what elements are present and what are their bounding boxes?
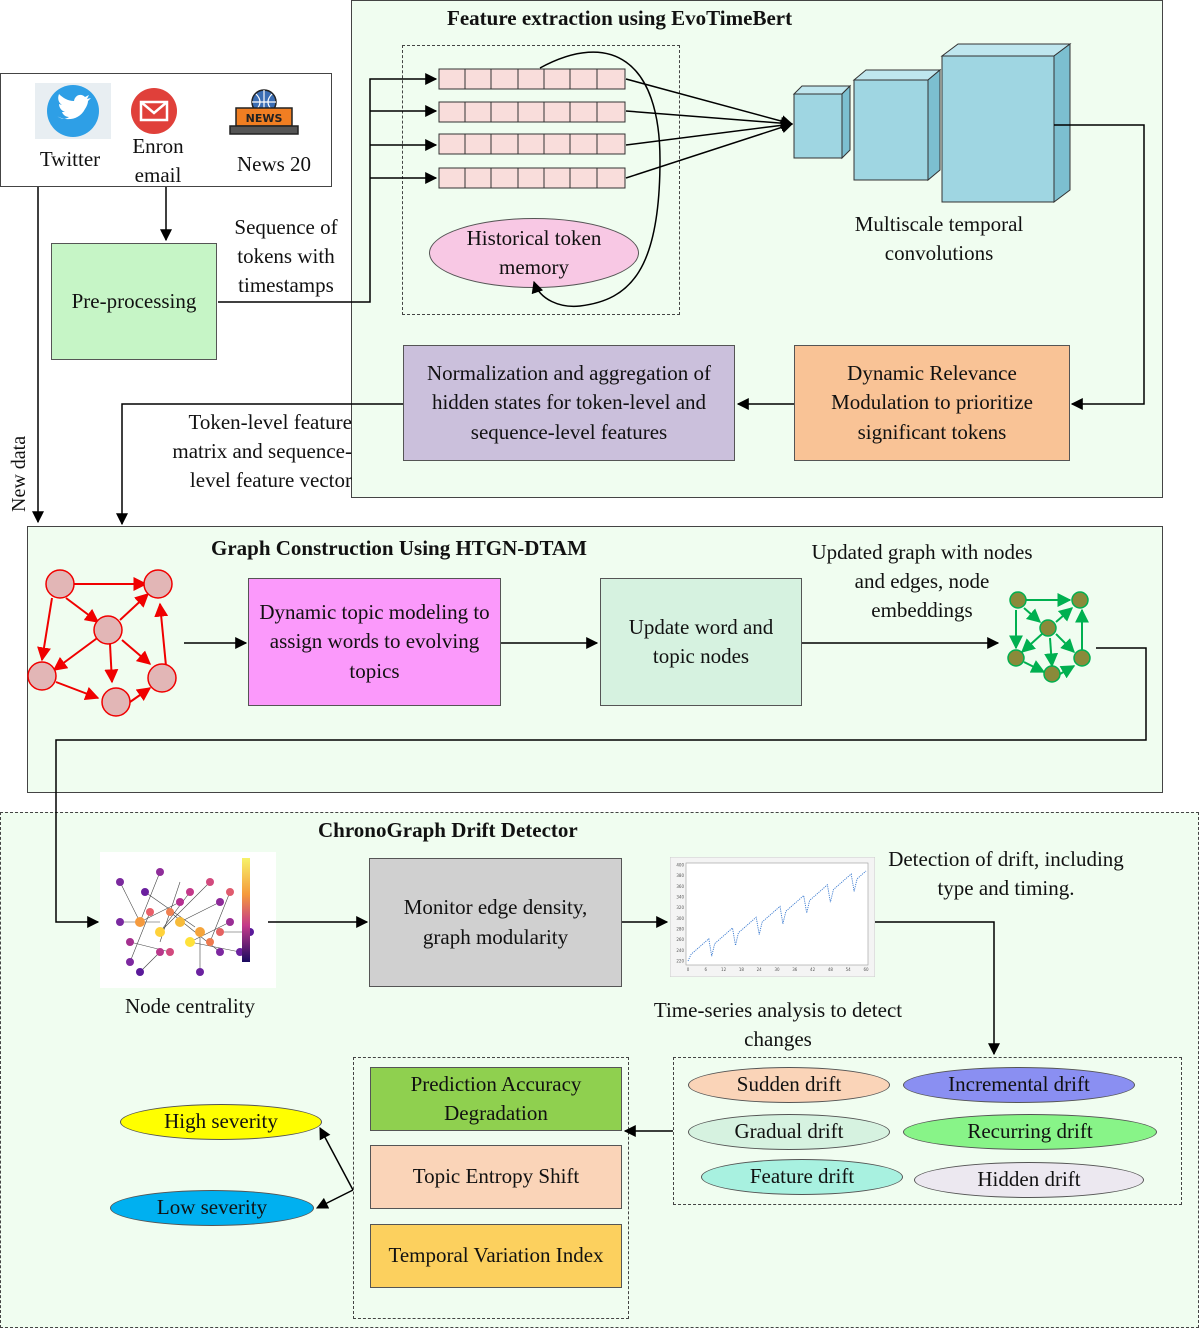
dynamic-topic-modeling-box: Dynamic topic modeling to assign words t… [248, 578, 501, 706]
node-centrality-graph [100, 852, 276, 988]
preprocessing-box: Pre-processing [51, 243, 217, 360]
green-updated-graph [1007, 591, 1091, 683]
chart-y-tick: 260 [676, 937, 684, 942]
chart-y-tick: 360 [676, 884, 684, 889]
relevance-modulation-box: Dynamic Relevance Modulation to prioriti… [794, 345, 1070, 461]
chart-x-tick: 36 [792, 967, 798, 972]
chart-y-tick: 300 [676, 916, 684, 921]
incremental-drift: Incremental drift [903, 1067, 1135, 1103]
chart-y-tick: 380 [676, 873, 684, 878]
topic-entropy-box: Topic Entropy Shift [370, 1145, 622, 1209]
low-severity: Low severity [110, 1190, 314, 1226]
chart-x-tick: 18 [739, 967, 745, 972]
monitor-density-box: Monitor edge density, graph modularity [369, 858, 622, 987]
drift-types-region [673, 1057, 1182, 1205]
chart-y-tick: 220 [676, 959, 684, 964]
feature-output-label: Token-level feature matrix and sequence-… [172, 410, 352, 492]
sudden-drift: Sudden drift [688, 1067, 890, 1103]
node-centrality-label: Node centrality [124, 994, 256, 1018]
timeseries-analysis-label: Time-series analysis to detect changes [653, 998, 903, 1051]
historical-token-memory: Historical token memory [429, 218, 639, 288]
chart-y-tick: 400 [676, 863, 684, 868]
email-icon [131, 88, 177, 134]
chart-x-tick: 0 [687, 967, 690, 972]
chart-x-tick: 48 [828, 967, 834, 972]
graph-section-title: Graph Construction Using HTGN-DTAM [211, 536, 587, 560]
news-badge: NEWS [246, 112, 283, 125]
time-series-chart: 400 380 360 340 320 300 280 260 240 220 0 6 12 18 24 3… [670, 857, 875, 977]
temporal-variation-box: Temporal Variation Index [370, 1224, 622, 1288]
news-icon: NEWS [229, 89, 299, 135]
chart-x-tick: 24 [757, 967, 763, 972]
token-sequences [438, 68, 626, 189]
chart-x-tick: 60 [863, 967, 869, 972]
drift-section-title: ChronoGraph Drift Detector [318, 818, 578, 842]
normalization-box: Normalization and aggregation of hidden … [403, 345, 735, 461]
temporal-convolution-cubes [792, 43, 1072, 203]
twitter-icon [35, 83, 111, 139]
convolutions-label: Multiscale temporal convolutions [854, 212, 1024, 265]
red-topic-graph [27, 569, 177, 717]
chart-x-tick: 6 [705, 967, 708, 972]
high-severity: High severity [120, 1104, 322, 1140]
preprocessing-output-label: Sequence of tokens with timestamps [234, 215, 338, 297]
enron-label: Enron email [132, 134, 184, 187]
chart-y-tick: 340 [676, 895, 684, 900]
feature-drift: Feature drift [701, 1159, 903, 1195]
new-data-label: New data [8, 435, 30, 512]
detection-label: Detection of drift, including type and t… [888, 847, 1124, 900]
chart-y-tick: 240 [676, 948, 684, 953]
news-label: News 20 [236, 152, 312, 176]
chart-y-tick: 320 [676, 905, 684, 910]
updated-graph-label: Updated graph with nodes and edges, node… [811, 540, 1033, 622]
recurring-drift: Recurring drift [903, 1114, 1157, 1150]
prediction-accuracy-box: Prediction Accuracy Degradation [370, 1067, 622, 1131]
chart-x-tick: 12 [721, 967, 727, 972]
feature-section-title: Feature extraction using EvoTimeBert [447, 6, 793, 30]
gradual-drift: Gradual drift [688, 1114, 890, 1150]
chart-y-tick: 280 [676, 927, 684, 932]
hidden-drift: Hidden drift [914, 1162, 1144, 1198]
chart-x-tick: 54 [846, 967, 852, 972]
chart-x-tick: 30 [774, 967, 780, 972]
chart-x-tick: 42 [810, 967, 816, 972]
update-nodes-box: Update word and topic nodes [600, 578, 802, 706]
twitter-label: Twitter [39, 147, 101, 171]
